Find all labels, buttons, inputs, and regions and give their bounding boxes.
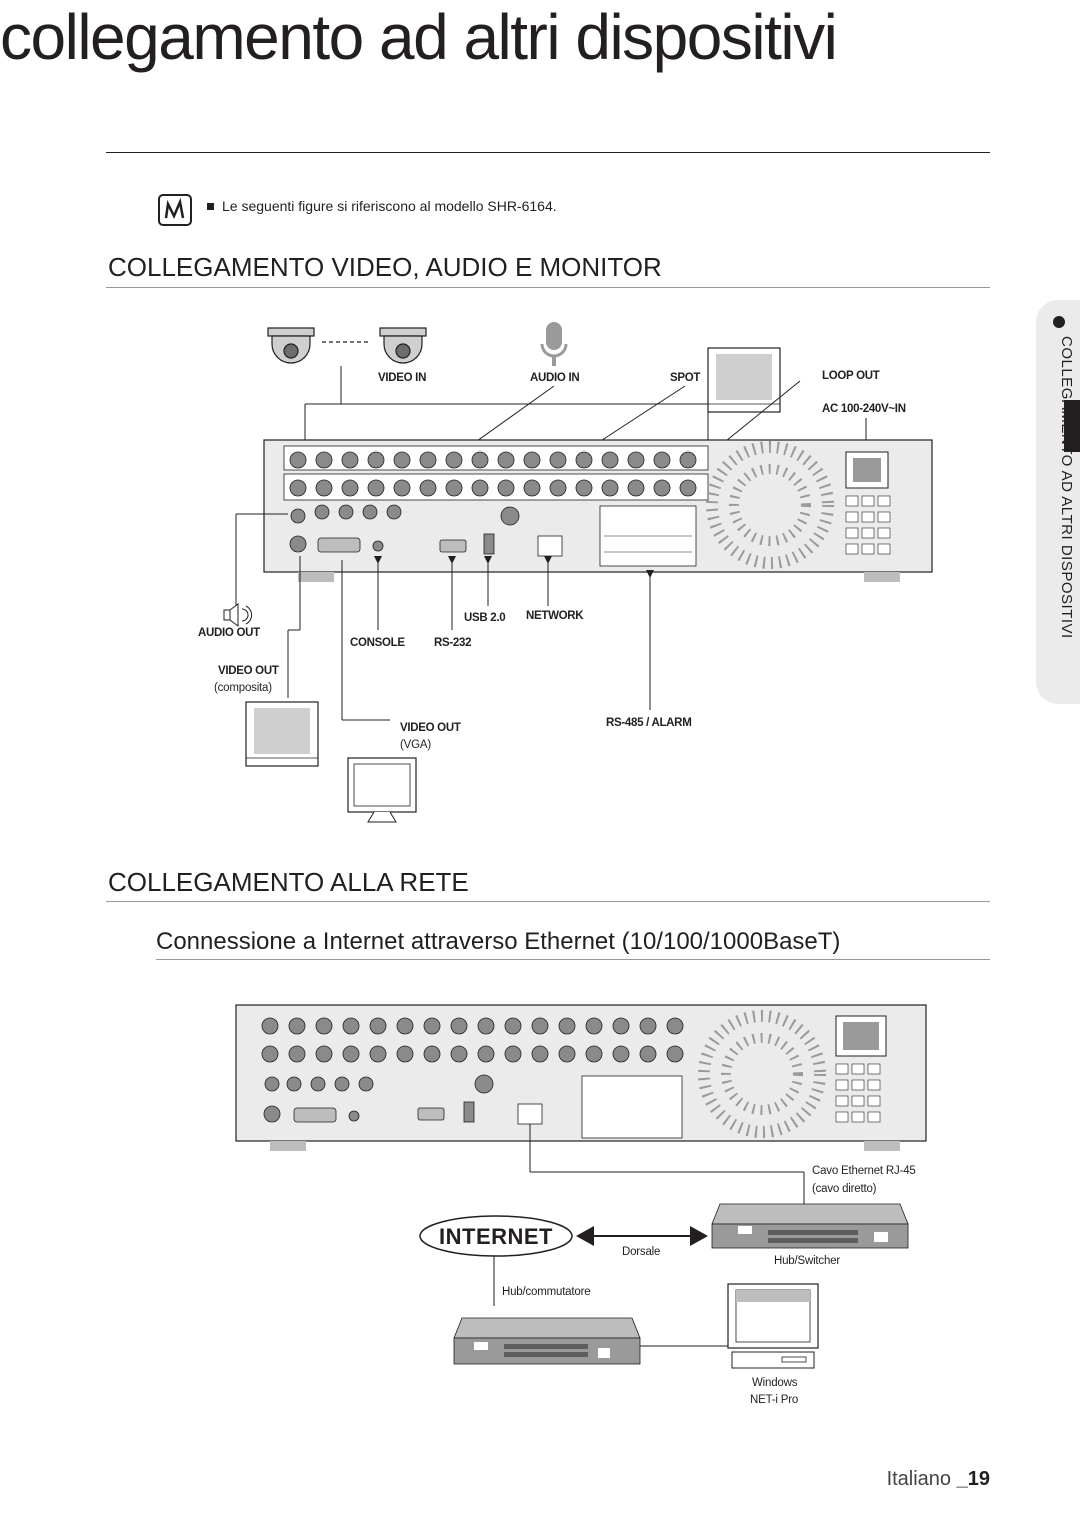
label-ac-in: AC 100-240V~IN xyxy=(822,403,906,415)
page-title: collegamento ad altri dispositivi xyxy=(0,1,838,73)
label-hub-switcher: Hub/Switcher xyxy=(774,1255,840,1267)
connection-diagram-network xyxy=(235,1004,927,1369)
label-netipro: NET-i Pro xyxy=(750,1394,799,1406)
label-internet: INTERNET xyxy=(439,1224,553,1249)
side-tab-label: COLLEGAMENTO AD ALTRI DISPOSITIVI xyxy=(1058,336,1075,639)
note-text: Le seguenti figure si riferiscono al mod… xyxy=(222,198,557,214)
page-footer: Italiano _19 xyxy=(887,1468,990,1491)
label-dorsale: Dorsale xyxy=(622,1246,661,1258)
camera-icon xyxy=(379,327,427,364)
subsection-rule xyxy=(156,959,990,960)
label-console: CONSOLE xyxy=(350,637,405,649)
section-heading-video-audio: COLLEGAMENTO VIDEO, AUDIO E MONITOR xyxy=(108,252,662,282)
label-direct-cable: (cavo diretto) xyxy=(812,1183,877,1195)
page-number: _19 xyxy=(956,1468,990,1490)
label-vga: (VGA) xyxy=(400,739,431,751)
hub-commutatore-icon xyxy=(453,1317,641,1365)
backbone-arrow xyxy=(576,1226,708,1246)
spot-monitor-icon xyxy=(707,347,781,413)
pc-monitor-icon xyxy=(727,1283,819,1369)
speaker-icon xyxy=(223,603,253,627)
label-video-out-composite: VIDEO OUT xyxy=(218,665,279,677)
camera-icon xyxy=(267,327,315,364)
vga-monitor-icon xyxy=(347,757,417,823)
note-bullet xyxy=(207,203,214,210)
label-audio-in: AUDIO IN xyxy=(530,372,580,384)
label-ethernet-cable: Cavo Ethernet RJ-45 xyxy=(812,1165,916,1177)
hub-switcher-icon xyxy=(711,1203,909,1249)
label-video-in: VIDEO IN xyxy=(378,372,427,384)
composite-monitor-icon xyxy=(245,701,319,767)
dvr-rear-panel xyxy=(263,439,933,582)
label-video-out-vga: VIDEO OUT xyxy=(400,722,461,734)
microphone-icon xyxy=(540,322,568,366)
label-composite: (composita) xyxy=(214,682,272,694)
label-rs232: RS-232 xyxy=(434,637,472,649)
side-tab-marker xyxy=(1064,400,1080,452)
label-windows: Windows xyxy=(752,1377,798,1389)
connection-diagram-video-audio xyxy=(223,322,933,823)
label-usb: USB 2.0 xyxy=(464,612,506,624)
subsection-heading-ethernet: Connessione a Internet attraverso Ethern… xyxy=(156,928,841,955)
section2-rule xyxy=(106,901,990,902)
label-hub-commutatore: Hub/commutatore xyxy=(502,1286,591,1298)
label-loop-out: LOOP OUT xyxy=(822,370,880,382)
title-rule xyxy=(106,152,990,153)
side-chapter-tab xyxy=(1036,300,1080,704)
section-heading-network: COLLEGAMENTO ALLA RETE xyxy=(108,867,469,897)
note-icon xyxy=(158,194,192,226)
side-tab-bullet xyxy=(1053,316,1065,328)
label-audio-out: AUDIO OUT xyxy=(198,627,260,639)
label-network: NETWORK xyxy=(526,610,584,622)
footer-language: Italiano xyxy=(886,1468,952,1490)
label-spot: SPOT xyxy=(670,372,701,384)
dvr-rear-panel xyxy=(235,1004,927,1151)
label-rs485-alarm: RS-485 / ALARM xyxy=(606,717,692,729)
internet-cloud xyxy=(419,1215,573,1257)
section1-rule xyxy=(106,287,990,288)
